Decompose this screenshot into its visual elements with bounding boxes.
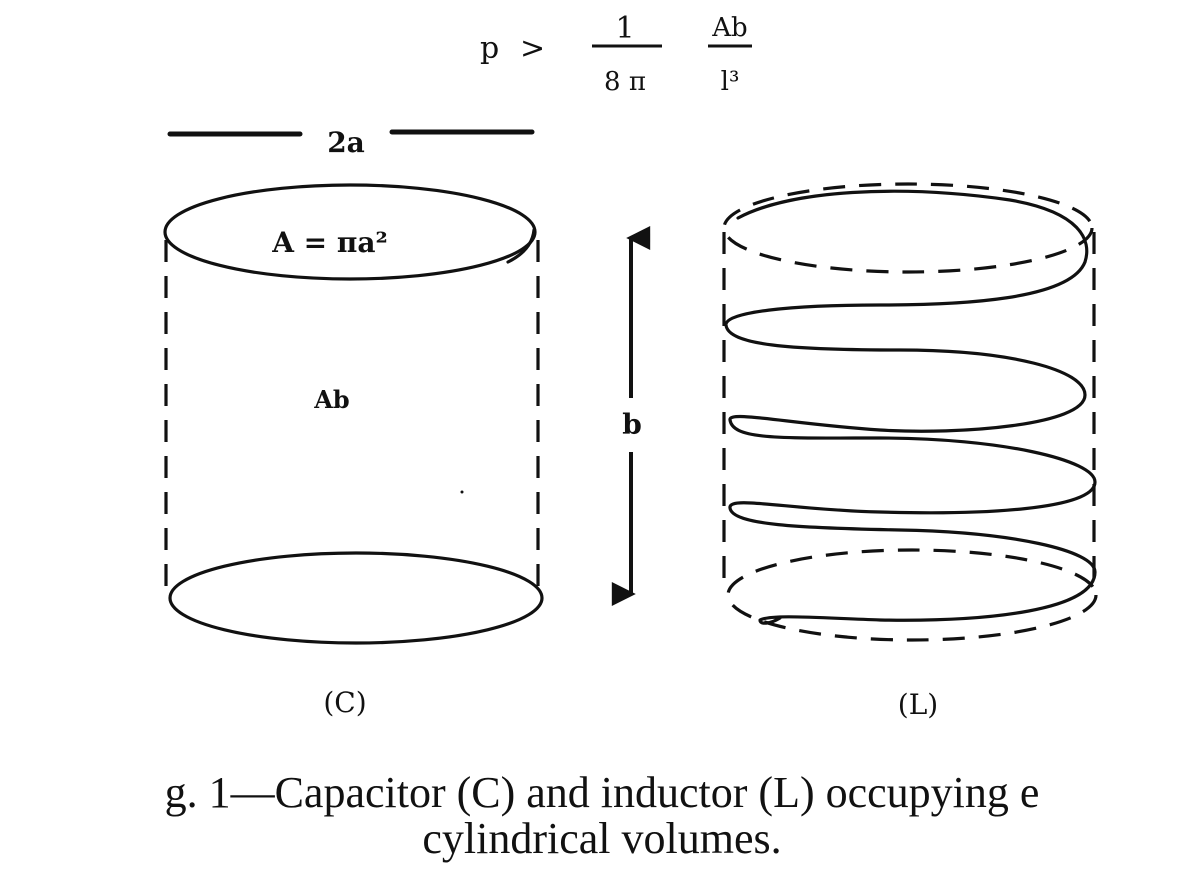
inductor-helix <box>724 189 1097 625</box>
height-dimension: b <box>611 226 651 606</box>
figure-caption: g. 1—Capacitor (C) and inductor (L) occu… <box>0 770 1199 862</box>
capacitor-bottom-plate <box>168 551 544 645</box>
formula-frac1-numerator: 1 <box>615 11 634 46</box>
inductor-label: (L) <box>898 688 938 721</box>
formula-relation: > <box>520 31 545 66</box>
capacitor-label: (C) <box>323 686 366 719</box>
inductor-coil <box>722 182 1098 642</box>
caption-line-1: g. 1—Capacitor (C) and inductor (L) occu… <box>164 768 1040 817</box>
height-label: b <box>622 408 642 441</box>
formula-lhs: p <box>480 31 499 66</box>
area-label: A = πa² <box>271 226 388 259</box>
width-label: 2a <box>327 126 365 159</box>
capacitor-top-edge <box>506 228 536 264</box>
width-dimension: 2a <box>167 126 535 159</box>
volume-label: Ab <box>313 385 349 414</box>
formula: p > 1 8 π Ab l³ <box>480 11 752 97</box>
formula-frac1-denominator: 8 π <box>604 67 646 97</box>
inductor-top-outline <box>722 182 1094 274</box>
capacitor-cylinder: A = πa² Ab <box>163 183 544 645</box>
formula-frac2-numerator: Ab <box>711 13 747 43</box>
formula-frac2-denominator: l³ <box>721 67 740 97</box>
caption-line-2: cylindrical volumes. <box>422 814 782 863</box>
inductor-bottom-outline <box>726 548 1098 642</box>
speck <box>460 490 464 494</box>
